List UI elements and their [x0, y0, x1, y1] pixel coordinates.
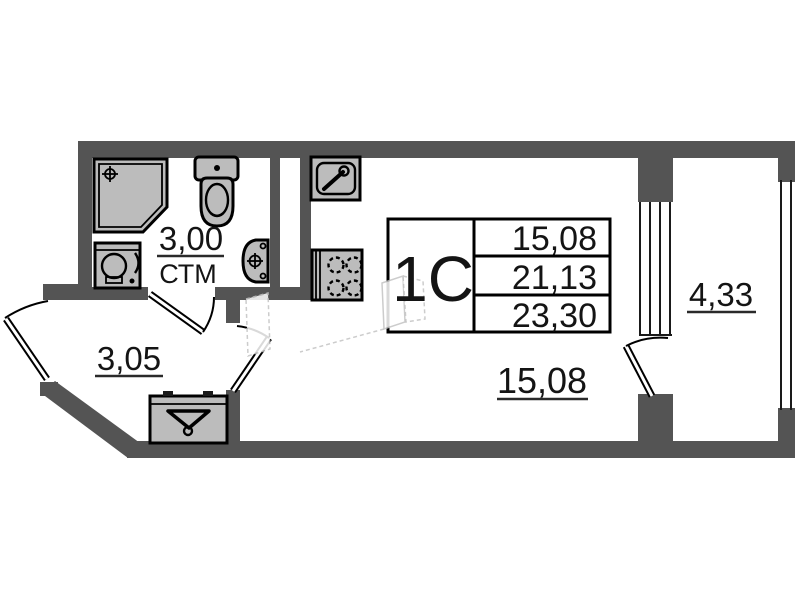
kitchen-faucet-knob: [338, 165, 350, 177]
unit-type-label: 1С: [392, 243, 474, 315]
stove-burner: [345, 279, 363, 297]
shower-icon: [92, 157, 169, 234]
wall-bathroom-bottom-right: [215, 287, 311, 300]
door-swing-icon: [625, 336, 669, 347]
stove-icon: [310, 248, 364, 302]
stove-burner: [327, 279, 345, 297]
wall-hall-right-lower: [226, 390, 240, 443]
watermark-ribbon: [245, 292, 271, 358]
balcony-door: [622, 336, 669, 398]
hanger-hook: [182, 425, 194, 437]
balcony-glazing-icon: [639, 202, 672, 336]
watermark-ribbon: [402, 275, 426, 323]
door-leaf-inner: [624, 345, 654, 397]
wall-balcony-corner-top: [778, 158, 795, 182]
wall-hall-right-stub: [226, 300, 240, 323]
stove-burner: [345, 256, 363, 274]
hanger-icon: [166, 409, 211, 430]
wall-left-bathroom: [78, 141, 92, 300]
table-value-area: 21,13: [512, 259, 597, 297]
wall-bathroom-bottom-left: [92, 287, 148, 300]
washer-drum: [100, 252, 128, 280]
door-leaf-inner: [149, 292, 204, 334]
hallway-area-label: 3,05: [97, 340, 161, 377]
watermark: [245, 274, 426, 358]
wall-top: [78, 141, 795, 158]
wardrobe-icon: [148, 391, 229, 445]
living-room-area-label: 15,08: [497, 360, 587, 401]
sink-corner-dot: [259, 272, 267, 280]
wall-balcony-corner-bottom: [778, 408, 795, 441]
entrance-door: [3, 300, 50, 381]
wall-bottom: [127, 441, 795, 458]
bathroom-door: [147, 291, 215, 335]
balcony-area-label: 4,33: [689, 276, 753, 313]
kitchen-sink-bowl: [315, 161, 357, 196]
wall-angled-entry: [41, 381, 140, 458]
door-leaf-inner: [4, 318, 49, 380]
wardrobe-hinge: [203, 391, 213, 396]
wall-bathroom-right: [270, 158, 280, 300]
door-swing-icon: [4, 300, 49, 319]
shower-tray: [92, 157, 169, 234]
unit-spec-table: 1С 15,08 21,13 23,30: [245, 217, 612, 358]
window-icon: [780, 180, 792, 410]
sink-corner-dot: [259, 242, 267, 250]
watermark-ribbon: [381, 274, 406, 331]
shower-tray-inner: [98, 163, 163, 228]
washer-door-handle: [133, 252, 140, 274]
washer-drum-base: [105, 276, 123, 284]
walls: [40, 141, 795, 458]
room-labels: 3,00 СТМ 3,05 15,08 4,33: [95, 220, 756, 401]
toilet-icon: [193, 155, 240, 228]
watermark-line: [299, 328, 385, 353]
toilet-button: [214, 165, 220, 171]
bathroom-sink-icon: [241, 238, 270, 284]
wall-balcony-pillar-bottom: [638, 394, 673, 441]
bathroom-area-label: 3,00: [159, 220, 223, 257]
stove-burner: [327, 256, 345, 274]
table-value-total: 23,30: [512, 297, 597, 335]
kitchen-sink-icon: [309, 155, 362, 202]
wall-entry-step: [43, 284, 92, 300]
wardrobe-hinge: [163, 391, 173, 396]
table-value-living: 15,08: [512, 220, 597, 258]
bathroom-name-label: СТМ: [159, 259, 217, 289]
toilet-bowl-arc: [208, 210, 226, 217]
washer-knob: [129, 278, 135, 284]
washing-machine-icon: [93, 241, 142, 290]
door-swing-icon: [202, 296, 215, 333]
wall-balcony-pillar-top: [638, 158, 673, 202]
wall-kitchen: [300, 158, 311, 300]
